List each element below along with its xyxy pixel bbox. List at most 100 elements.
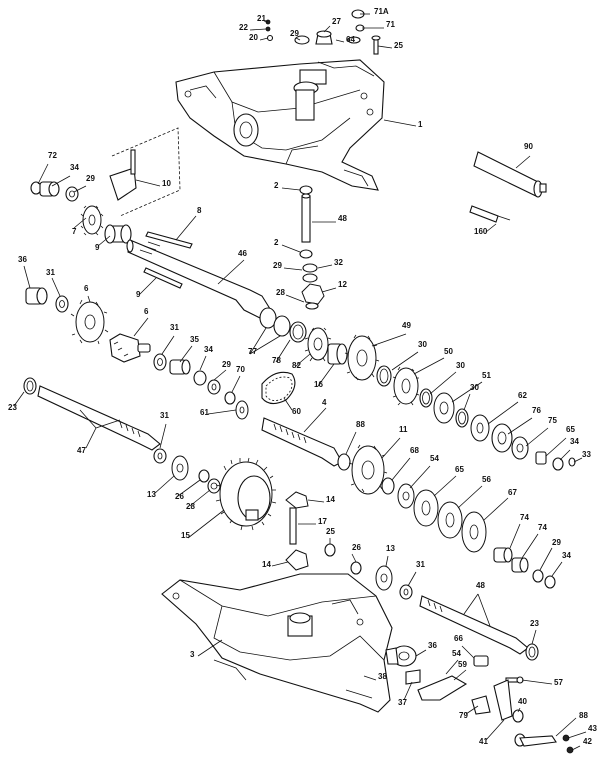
part-callout-c-32: 32 (334, 258, 343, 267)
part-callout-c-70: 70 (236, 365, 245, 374)
right-axle-part-48 (419, 595, 539, 661)
gear-train-upper (344, 334, 576, 471)
part-callout-c-22: 22 (239, 23, 248, 32)
gear-train-lower (337, 444, 556, 589)
part-callout-c-31c: 31 (160, 411, 169, 420)
part-callout-c-2a: 2 (274, 181, 279, 190)
part-callout-c-71a: 71A (374, 7, 389, 16)
left-upper-parts (30, 181, 132, 244)
lower-housing-part-3 (161, 573, 393, 713)
tube-part-90 (473, 151, 547, 198)
shaft-part-4 (261, 417, 343, 467)
part-callout-c-9b: 9 (136, 290, 141, 299)
leader-lines (13, 13, 587, 751)
part-callout-c-7: 7 (72, 227, 77, 236)
part-callout-c-57: 57 (554, 678, 563, 687)
part-callout-c-29a: 29 (290, 29, 299, 38)
part-callout-c-48a: 48 (338, 214, 347, 223)
part-callout-c-51: 51 (482, 371, 491, 380)
top-hardware (265, 9, 381, 55)
part-callout-c-2b: 2 (274, 238, 279, 247)
part-callout-c-8a: 8 (197, 206, 202, 215)
part-callout-c-11: 11 (399, 425, 408, 434)
part-callout-c-47: 47 (77, 446, 86, 455)
part-callout-c-65b: 65 (455, 465, 464, 474)
differential-ring-part-15 (215, 457, 277, 531)
part-callout-c-79: 79 (459, 711, 468, 720)
part-callout-c-64: 64 (346, 35, 355, 44)
part-callout-c-66: 66 (454, 634, 463, 643)
part-callout-c-12: 12 (338, 280, 347, 289)
part-callout-c-1: 1 (418, 120, 423, 129)
part-callout-c-37: 37 (398, 698, 407, 707)
part-callout-c-3: 3 (190, 650, 195, 659)
part-callout-c-17: 17 (318, 517, 327, 526)
tool-part-160 (469, 205, 511, 223)
part-callout-c-56: 56 (482, 475, 491, 484)
part-callout-c-43: 43 (588, 724, 597, 733)
part-callout-c-9a: 9 (95, 243, 100, 252)
part-callout-c-21: 21 (257, 14, 266, 23)
part-callout-c-38: 38 (378, 672, 387, 681)
part-callout-c-29b: 29 (86, 174, 95, 183)
part-callout-c-74a: 74 (520, 513, 529, 522)
part-callout-c-41: 41 (479, 737, 488, 746)
part-callout-c-27: 27 (332, 17, 341, 26)
part-callout-c-13a: 13 (147, 490, 156, 499)
part-callout-c-16: 16 (314, 380, 323, 389)
part-callout-c-65a: 65 (566, 425, 575, 434)
shift-bracket-part-10 (109, 127, 181, 217)
part-callout-c-60: 60 (292, 407, 301, 416)
part-callout-c-76: 76 (532, 406, 541, 415)
part-callout-c-31d: 31 (416, 560, 425, 569)
part-callout-c-74b: 74 (538, 523, 547, 532)
keys-part-8 (143, 231, 193, 289)
part-callout-c-35: 35 (190, 335, 199, 344)
part-callout-c-71: 71 (386, 20, 395, 29)
part-callout-c-26a: 26 (175, 492, 184, 501)
part-callout-c-49: 49 (402, 321, 411, 330)
part-callout-c-20: 20 (249, 33, 258, 42)
part-callout-c-30c: 30 (470, 383, 479, 392)
part-callout-c-31a: 31 (46, 268, 55, 277)
part-callout-c-42: 42 (583, 737, 592, 746)
part-callout-c-36a: 36 (18, 255, 27, 264)
part-callout-c-6a: 6 (84, 284, 89, 293)
left-axle-part-47 (23, 377, 167, 464)
part-callout-c-30b: 30 (456, 361, 465, 370)
part-callout-c-25a: 25 (394, 41, 403, 50)
part-callout-c-61: 61 (200, 408, 209, 417)
part-callout-c-29e: 29 (552, 538, 561, 547)
part-callout-c-34d: 34 (562, 551, 571, 560)
part-callout-c-67: 67 (508, 488, 517, 497)
part-callout-c-54b: 54 (452, 649, 461, 658)
part-callout-c-50: 50 (444, 347, 453, 356)
part-callout-c-33: 33 (582, 450, 591, 459)
part-callout-c-46: 46 (238, 249, 247, 258)
part-callout-c-90: 90 (524, 142, 533, 151)
part-callout-c-28a: 28 (276, 288, 285, 297)
part-callout-c-88b: 88 (579, 711, 588, 720)
upper-housing-part-1 (175, 59, 385, 191)
part-callout-c-6b: 6 (144, 307, 149, 316)
bevel-and-pin-parts (285, 491, 413, 600)
part-callout-c-23a: 23 (8, 403, 17, 412)
part-callout-c-59: 59 (458, 660, 467, 669)
part-callout-c-34b: 34 (204, 345, 213, 354)
part-callout-c-30a: 30 (418, 340, 427, 349)
part-callout-c-34c: 34 (570, 437, 579, 446)
part-callout-c-25b: 25 (326, 527, 335, 536)
part-callout-c-14b: 14 (262, 560, 271, 569)
part-callout-c-28b: 28 (186, 502, 195, 511)
part-callout-c-13b: 13 (386, 544, 395, 553)
left-mid-parts (25, 287, 249, 420)
vertical-shaft-stack (299, 185, 325, 310)
part-callout-c-68: 68 (410, 446, 419, 455)
part-callout-c-72: 72 (48, 151, 57, 160)
part-callout-c-26b: 26 (352, 543, 361, 552)
part-callout-c-160: 160 (474, 227, 488, 236)
small-gear-part-13a (171, 455, 221, 494)
shift-linkage-parts (385, 645, 574, 754)
